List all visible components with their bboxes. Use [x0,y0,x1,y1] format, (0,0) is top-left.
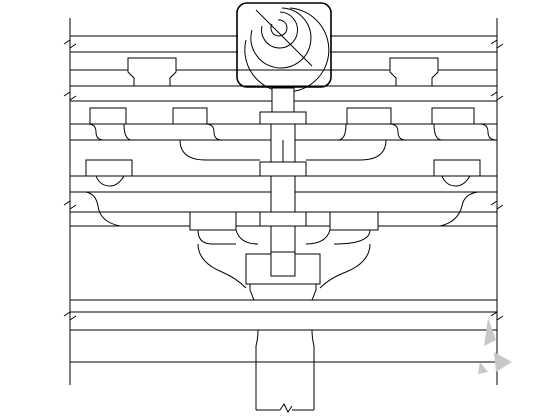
faint-logo-icon [478,318,512,374]
break-line-icon [63,39,504,413]
central-column [259,123,307,253]
fourth-tier-brackets [189,211,379,289]
third-tier-brackets [85,159,481,227]
concentric-arcs-icon [244,7,330,93]
lower-column [255,329,315,411]
top-placard [236,2,332,93]
bottom-cap-block [245,251,321,301]
upper-row-blocks [127,57,439,113]
